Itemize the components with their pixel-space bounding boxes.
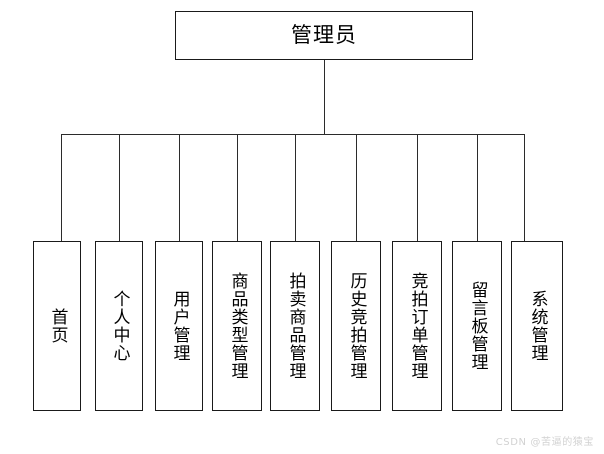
leaf-node-product-category-management[interactable]: 商品类型管理 — [212, 241, 262, 411]
connector-drop-5 — [295, 134, 296, 241]
connector-drop-4 — [237, 134, 238, 241]
leaf-node-label: 个人中心 — [109, 290, 130, 362]
leaf-node-auction-product-management[interactable]: 拍卖商品管理 — [270, 241, 320, 411]
connector-root-stem — [324, 60, 325, 135]
leaf-node-system-management[interactable]: 系统管理 — [511, 241, 563, 411]
leaf-node-label: 系统管理 — [527, 290, 548, 362]
leaf-node-label: 商品类型管理 — [227, 272, 248, 380]
leaf-node-personal-center[interactable]: 个人中心 — [95, 241, 143, 411]
root-node-administrator[interactable]: 管理员 — [175, 11, 473, 60]
leaf-node-home[interactable]: 首页 — [33, 241, 81, 411]
leaf-node-label: 用户管理 — [169, 290, 190, 362]
root-node-label: 管理员 — [291, 23, 357, 47]
connector-horizontal-bus — [61, 134, 525, 135]
leaf-node-label: 竞拍订单管理 — [407, 272, 428, 380]
leaf-node-label: 首页 — [47, 308, 68, 344]
connector-drop-9 — [524, 134, 525, 241]
leaf-node-label: 留言板管理 — [467, 281, 488, 371]
connector-drop-3 — [179, 134, 180, 241]
leaf-node-bidding-order-management[interactable]: 竞拍订单管理 — [392, 241, 442, 411]
leaf-node-label: 历史竞拍管理 — [346, 272, 367, 380]
leaf-node-historical-bidding-management[interactable]: 历史竞拍管理 — [331, 241, 381, 411]
connector-drop-6 — [356, 134, 357, 241]
leaf-node-message-board-management[interactable]: 留言板管理 — [452, 241, 502, 411]
connector-drop-7 — [417, 134, 418, 241]
csdn-watermark: CSDN @苦逼的猿宝 — [495, 437, 594, 448]
connector-drop-8 — [477, 134, 478, 241]
connector-drop-1 — [61, 134, 62, 241]
connector-drop-2 — [119, 134, 120, 241]
leaf-node-user-management[interactable]: 用户管理 — [155, 241, 203, 411]
leaf-node-label: 拍卖商品管理 — [285, 272, 306, 380]
